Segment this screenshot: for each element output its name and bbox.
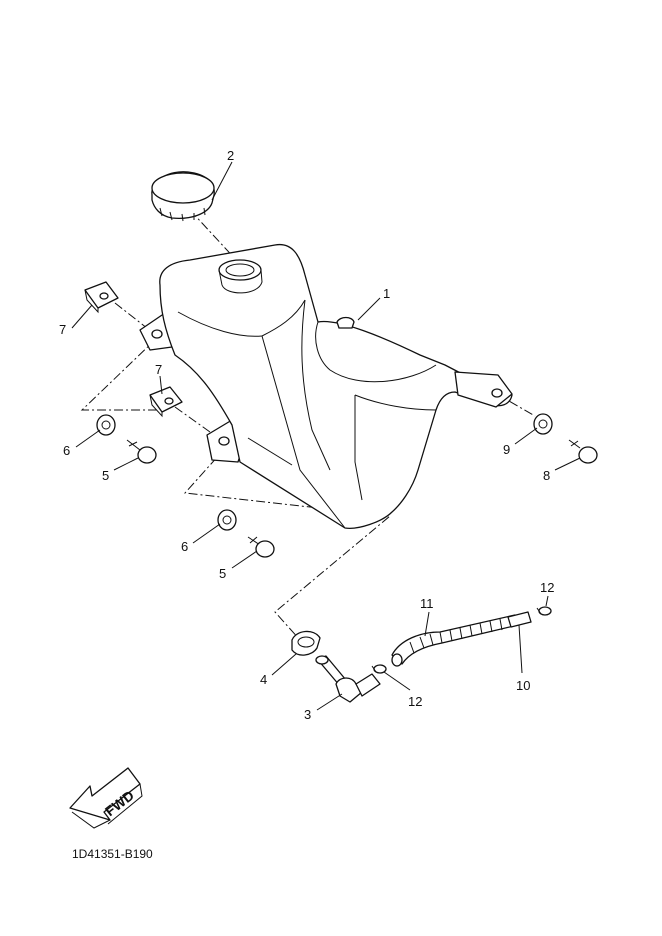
hose-clip-left [371,664,387,674]
bolt-right [568,439,598,464]
callout-8: 8 [543,468,550,483]
grommet-upper [96,414,116,436]
callout-7-upper: 7 [59,322,66,337]
forward-arrow: FWD [69,767,143,829]
hose-clip-right [536,606,552,616]
callout-11: 11 [420,596,434,611]
callout-3: 3 [304,707,311,722]
fuel-hose-corrugated [391,614,519,667]
fuel-hose-straight [507,611,532,628]
grommet-right [533,413,553,435]
leader-lines [71,161,581,711]
callout-5-lower: 5 [219,566,226,581]
callout-labels: 2 1 7 7 6 5 6 5 9 8 4 3 12 11 12 10 [59,148,554,722]
callout-12-upper: 12 [540,580,554,595]
bolt-lower [247,536,275,558]
callout-4: 4 [260,672,267,687]
clip-nut-upper [84,281,119,314]
fuel-tank [139,243,513,529]
callout-2: 2 [227,148,234,163]
callout-6-upper: 6 [63,443,70,458]
callout-6-lower: 6 [181,539,188,554]
callout-10: 10 [516,678,530,693]
callout-12-lower: 12 [408,694,422,709]
fuel-cock-fitting [315,655,381,703]
callout-9: 9 [503,442,510,457]
clip-nut-lower [149,386,183,418]
callout-7-lower: 7 [155,362,162,377]
callout-1: 1 [383,286,390,301]
reference-code: 1D41351-B190 [72,847,153,861]
hose-clamp [291,630,321,656]
grommet-lower [217,509,237,531]
bolt-upper [126,439,157,464]
fuel-cap [151,171,215,222]
callout-5-upper: 5 [102,468,109,483]
